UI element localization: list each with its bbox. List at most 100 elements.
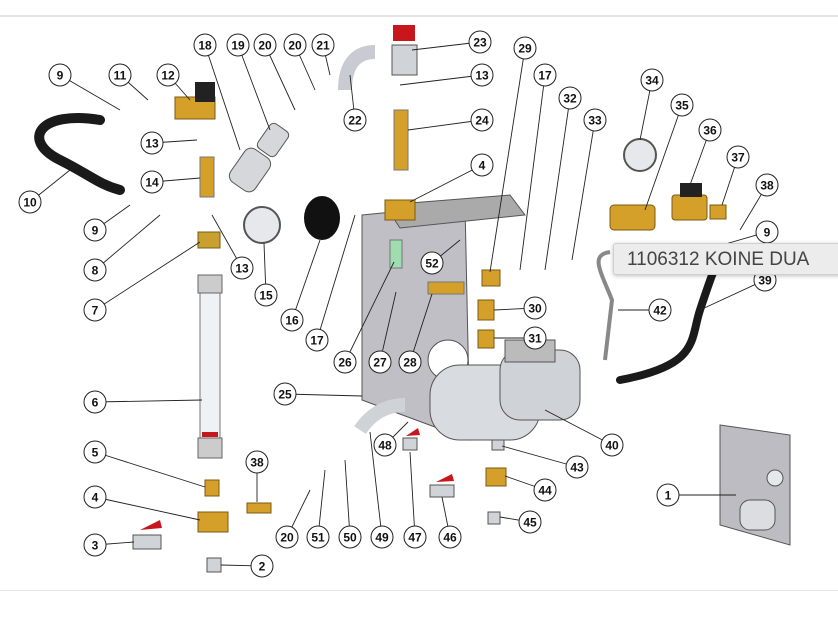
callout-17[interactable]: 17 bbox=[533, 63, 557, 87]
ball-valve-46-handle bbox=[436, 474, 454, 482]
callout-10[interactable]: 10 bbox=[18, 190, 42, 214]
callout-11[interactable]: 11 bbox=[108, 63, 132, 87]
callout-label: 45 bbox=[523, 516, 537, 530]
callout-label: 17 bbox=[538, 69, 552, 83]
callout-18[interactable]: 18 bbox=[193, 33, 217, 57]
callout-label: 50 bbox=[343, 531, 357, 545]
callout-circle bbox=[83, 298, 107, 322]
callout-circle bbox=[254, 283, 278, 307]
callout-24[interactable]: 24 bbox=[470, 108, 494, 132]
callout-44[interactable]: 44 bbox=[533, 478, 557, 502]
callout-20[interactable]: 20 bbox=[283, 33, 307, 57]
callout-48[interactable]: 48 bbox=[373, 433, 397, 457]
leader-line bbox=[409, 293, 433, 363]
callout-43[interactable]: 43 bbox=[565, 455, 589, 479]
callout-circle bbox=[656, 483, 680, 507]
callout-label: 14 bbox=[145, 176, 159, 190]
callout-circle bbox=[156, 63, 180, 87]
callout-16[interactable]: 16 bbox=[280, 308, 304, 332]
coupling-19 bbox=[256, 122, 290, 158]
callout-49[interactable]: 49 bbox=[370, 525, 394, 549]
callout-circle bbox=[513, 36, 537, 60]
callout-15[interactable]: 15 bbox=[254, 283, 278, 307]
callout-circle bbox=[370, 525, 394, 549]
callout-23[interactable]: 23 bbox=[468, 30, 492, 54]
callout-circle bbox=[333, 350, 357, 374]
callout-42[interactable]: 42 bbox=[648, 298, 672, 322]
callout-circle bbox=[280, 308, 304, 332]
callout-33[interactable]: 33 bbox=[583, 108, 607, 132]
callout-2[interactable]: 2 bbox=[250, 554, 274, 578]
callout-12[interactable]: 12 bbox=[156, 63, 180, 87]
callout-51[interactable]: 51 bbox=[306, 525, 330, 549]
callout-50[interactable]: 50 bbox=[338, 525, 362, 549]
callout-36[interactable]: 36 bbox=[698, 118, 722, 142]
callout-13[interactable]: 13 bbox=[230, 256, 254, 280]
callout-17[interactable]: 17 bbox=[305, 328, 329, 352]
callout-21[interactable]: 21 bbox=[311, 33, 335, 57]
callout-label: 36 bbox=[703, 124, 717, 138]
callout-label: 4 bbox=[92, 491, 99, 505]
callout-25[interactable]: 25 bbox=[273, 382, 297, 406]
callout-1[interactable]: 1 bbox=[656, 483, 680, 507]
callout-45[interactable]: 45 bbox=[518, 510, 542, 534]
callout-circle bbox=[83, 485, 107, 509]
callout-circle bbox=[140, 170, 164, 194]
pipe-26 bbox=[389, 239, 403, 269]
callout-circle bbox=[755, 173, 779, 197]
callout-22[interactable]: 22 bbox=[343, 108, 367, 132]
cap-45 bbox=[487, 511, 501, 525]
leader-line bbox=[94, 214, 161, 271]
coupling-18 bbox=[228, 147, 272, 193]
callout-40[interactable]: 40 bbox=[600, 433, 624, 457]
callout-52[interactable]: 52 bbox=[420, 251, 444, 275]
callout-38[interactable]: 38 bbox=[245, 450, 269, 474]
callout-46[interactable]: 46 bbox=[438, 525, 462, 549]
callout-19[interactable]: 19 bbox=[226, 33, 250, 57]
leader-line bbox=[344, 459, 351, 538]
callout-29[interactable]: 29 bbox=[513, 36, 537, 60]
callout-26[interactable]: 26 bbox=[333, 350, 357, 374]
callout-9[interactable]: 9 bbox=[48, 63, 72, 87]
callout-13[interactable]: 13 bbox=[470, 63, 494, 87]
callout-label: 13 bbox=[235, 262, 249, 276]
callout-20[interactable]: 20 bbox=[253, 33, 277, 57]
callout-circle bbox=[470, 153, 494, 177]
leader-line bbox=[59, 74, 121, 111]
callout-37[interactable]: 37 bbox=[726, 145, 750, 169]
callout-label: 29 bbox=[518, 42, 532, 56]
callout-circle bbox=[368, 350, 392, 374]
callout-34[interactable]: 34 bbox=[640, 68, 664, 92]
callout-47[interactable]: 47 bbox=[403, 525, 427, 549]
callout-label: 40 bbox=[605, 439, 619, 453]
callout-32[interactable]: 32 bbox=[558, 86, 582, 110]
callout-label: 22 bbox=[348, 114, 362, 128]
cap-16 bbox=[304, 196, 340, 240]
callout-3[interactable]: 3 bbox=[83, 533, 107, 557]
callout-27[interactable]: 27 bbox=[368, 350, 392, 374]
callout-9[interactable]: 9 bbox=[755, 220, 779, 244]
callout-38[interactable]: 38 bbox=[755, 173, 779, 197]
callout-5[interactable]: 5 bbox=[83, 440, 107, 464]
callout-13[interactable]: 13 bbox=[140, 131, 164, 155]
leader-line bbox=[291, 239, 321, 321]
callout-4[interactable]: 4 bbox=[83, 485, 107, 509]
callout-label: 5 bbox=[92, 446, 99, 460]
callout-31[interactable]: 31 bbox=[523, 326, 547, 350]
callout-label: 33 bbox=[588, 114, 602, 128]
leader-line bbox=[284, 393, 363, 397]
gauge-15 bbox=[243, 206, 281, 244]
callout-7[interactable]: 7 bbox=[83, 298, 107, 322]
callout-35[interactable]: 35 bbox=[670, 93, 694, 117]
callout-6[interactable]: 6 bbox=[83, 390, 107, 414]
callout-9[interactable]: 9 bbox=[83, 218, 107, 242]
callout-4[interactable]: 4 bbox=[470, 153, 494, 177]
callout-circle bbox=[306, 525, 330, 549]
callout-14[interactable]: 14 bbox=[140, 170, 164, 194]
callout-20[interactable]: 20 bbox=[275, 525, 299, 549]
ball-valve-46 bbox=[429, 484, 455, 498]
callout-8[interactable]: 8 bbox=[83, 258, 107, 282]
callout-30[interactable]: 30 bbox=[523, 296, 547, 320]
callout-28[interactable]: 28 bbox=[398, 350, 422, 374]
